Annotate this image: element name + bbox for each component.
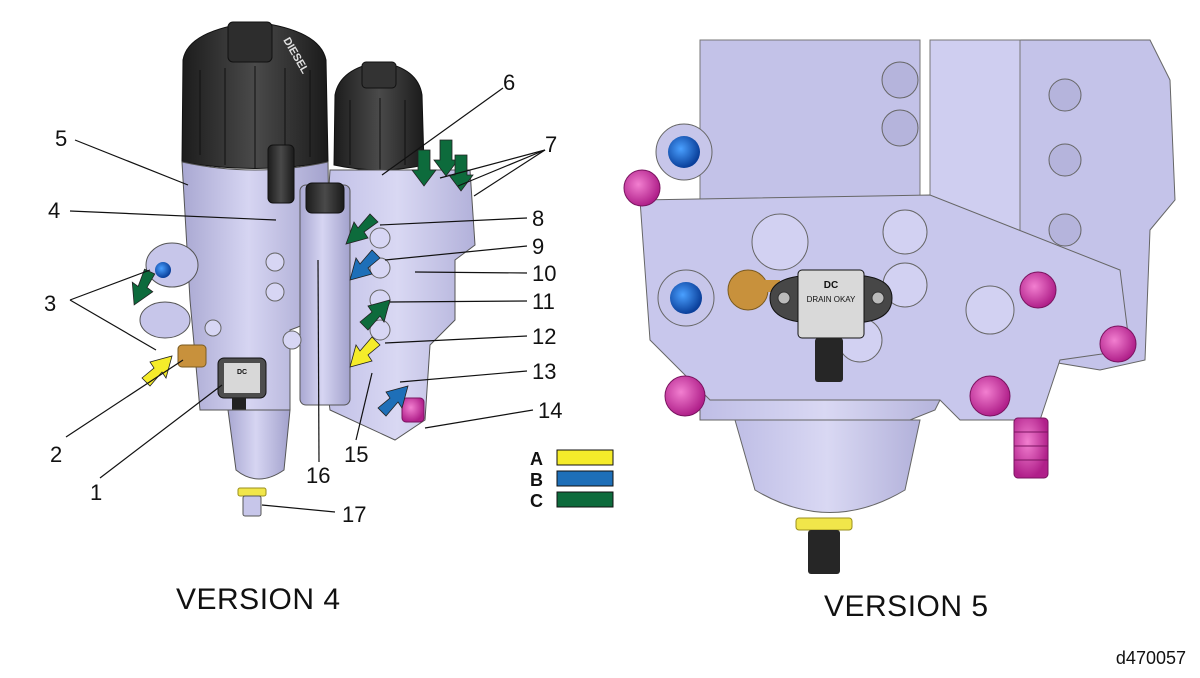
- callout-8: 8: [532, 206, 544, 231]
- blue-ports-v5: [655, 123, 715, 327]
- plate-holes-v5: [881, 61, 1112, 312]
- flow-legend: A B C: [530, 449, 614, 511]
- drain-stem-v4: [242, 495, 262, 517]
- callout-2: 2: [50, 442, 62, 467]
- callout-14: 14: [538, 398, 562, 423]
- legend-key-b: B: [530, 470, 543, 490]
- secondary-filter-cap: [333, 61, 425, 171]
- callout-12: 12: [532, 324, 556, 349]
- sensor-brand-v4: DC: [237, 369, 247, 376]
- callout-3: 3: [44, 291, 56, 316]
- drain-stem-v5: [808, 530, 840, 574]
- arrow-blue-13: [377, 385, 409, 417]
- arrow-green-2: [433, 139, 459, 177]
- leader-lines-v4: [65, 87, 546, 513]
- arrow-yellow-left: [141, 355, 173, 387]
- legend-swatch-c: [556, 491, 614, 508]
- callout-13: 13: [532, 359, 556, 384]
- version-4-label: VERSION 4: [176, 583, 341, 616]
- small-filter-cylinder: [299, 182, 351, 406]
- legend-key-c: C: [530, 491, 543, 511]
- pink-fitting-v5: [1013, 417, 1049, 479]
- version-5-label: VERSION 5: [824, 590, 989, 623]
- arrow-green-8: [345, 213, 379, 245]
- drain-sensor-v5: DC DRAIN OKAY: [769, 269, 893, 382]
- callout-labels: 1 2 3 4 5 6 7 8 9 10 11 12 13 14 15 16 1…: [44, 70, 562, 527]
- sensor-text-v5: DRAIN OKAY: [807, 295, 856, 304]
- callout-1: 1: [90, 480, 102, 505]
- callout-10: 10: [532, 261, 556, 286]
- callout-16: 16: [306, 463, 330, 488]
- arrow-yellow-12: [349, 336, 381, 368]
- lower-left-boss: [139, 301, 191, 339]
- sensor-brand-v5: DC: [824, 280, 838, 291]
- callout-5: 5: [55, 126, 67, 151]
- callout-9: 9: [532, 234, 544, 259]
- drain-ring-v4: [237, 487, 267, 497]
- legend-key-a: A: [530, 449, 543, 469]
- legend-swatch-b: [556, 470, 614, 487]
- vent-plug: [267, 144, 295, 204]
- callout-6: 6: [503, 70, 515, 95]
- legend-swatch-a: [556, 449, 614, 466]
- pink-fitting-v4: [401, 397, 425, 423]
- callout-4: 4: [48, 198, 60, 223]
- pink-ports-v5: [623, 169, 1137, 417]
- left-boss: [145, 242, 199, 288]
- arrow-blue-9: [349, 249, 381, 281]
- callout-7: 7: [545, 132, 557, 157]
- callout-17: 17: [342, 502, 366, 527]
- drain-ring-v5: [795, 517, 853, 531]
- arrow-green-1: [411, 149, 437, 187]
- left-blue-port: [155, 262, 171, 278]
- tan-plug: [177, 344, 207, 368]
- version-4-assembly: DIESEL: [44, 21, 614, 527]
- main-filter-housing: [181, 161, 331, 411]
- drain-sensor-v4: DC: [217, 357, 267, 420]
- arrow-green-11: [359, 299, 391, 331]
- water-bowl-v4: [227, 409, 291, 480]
- callout-11: 11: [532, 289, 555, 314]
- version-5-assembly: DC DRAIN OKAY: [623, 39, 1176, 574]
- callout-15: 15: [344, 442, 368, 467]
- drawing-id: d470057: [1115, 648, 1186, 668]
- water-bowl-v5: [734, 419, 921, 513]
- main-filter-cap: DIESEL: [181, 21, 329, 169]
